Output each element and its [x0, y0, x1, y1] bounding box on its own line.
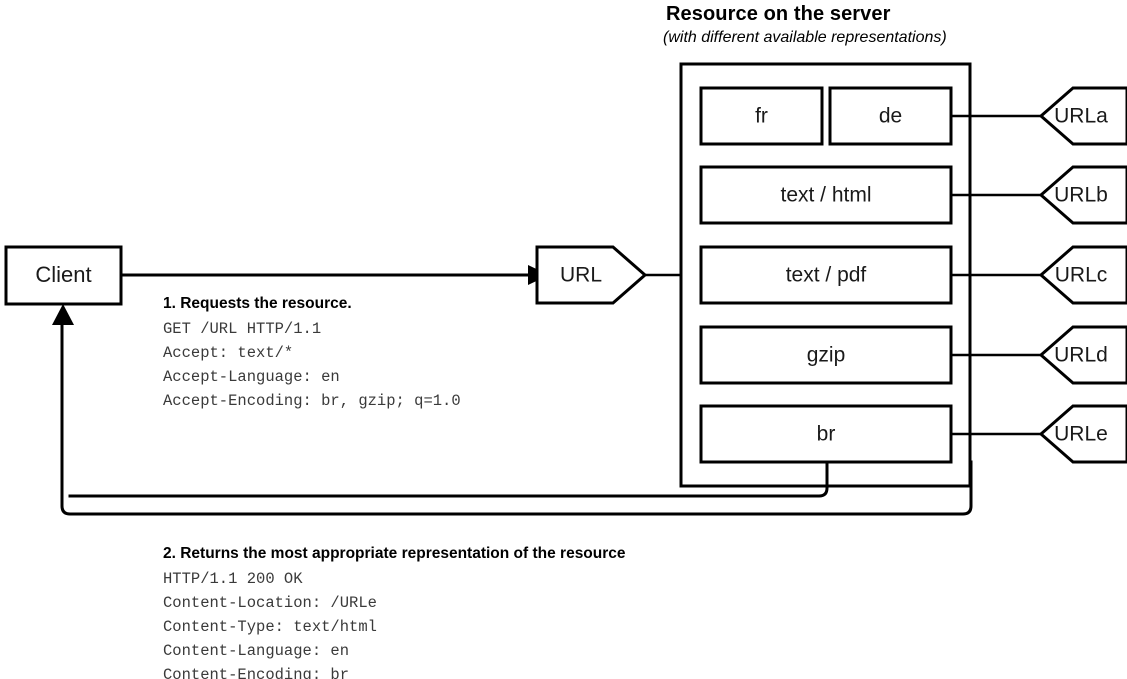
- url-tag-label-urld: URLd: [1054, 344, 1108, 367]
- representation-connectors: [951, 114, 1041, 436]
- url-tag-shape-urlb[interactable]: [1038, 165, 1127, 225]
- representation-label-gzip: gzip: [807, 344, 846, 367]
- server-header-subtitle: (with different available representation…: [663, 29, 947, 46]
- representation-label-text-pdf: text / pdf: [786, 264, 867, 287]
- representation-box-de[interactable]: [828, 86, 953, 146]
- response-arrowhead: [52, 304, 74, 325]
- url-tag-label-urle: URLe: [1054, 423, 1108, 446]
- step-request-lines: GET /URL HTTP/1.1 Accept: text/* Accept-…: [163, 320, 461, 410]
- response-path-outer: [60, 323, 973, 516]
- response-path-inner: [68, 460, 829, 498]
- url-tag-shape-urle[interactable]: [1038, 404, 1127, 464]
- step-request-title: 1. Requests the resource.: [163, 295, 352, 312]
- representation-label-de: de: [879, 105, 902, 128]
- url-tag-shape-urlc[interactable]: [1038, 245, 1127, 305]
- url-request-tag-shape[interactable]: [535, 245, 648, 305]
- url-request-tag-label: URL: [560, 264, 602, 287]
- representation-box-text-html[interactable]: [699, 165, 953, 225]
- representation-box-br[interactable]: [699, 404, 953, 464]
- representation-box-gzip[interactable]: [699, 325, 953, 385]
- client-box[interactable]: [4, 245, 123, 306]
- url-tag-label-urlc: URLc: [1055, 264, 1108, 287]
- url-tag-shape-urla[interactable]: [1038, 86, 1127, 146]
- representation-box-text-pdf[interactable]: [699, 245, 953, 305]
- url-tag-label-urla: URLa: [1054, 105, 1108, 128]
- step-response-lines: HTTP/1.1 200 OK Content-Location: /URLe …: [163, 570, 377, 679]
- representation-box-fr[interactable]: [699, 86, 824, 146]
- representation-label-fr: fr: [755, 105, 768, 128]
- representation-label-text-html: text / html: [780, 184, 871, 207]
- url-tag-shape-urld[interactable]: [1038, 325, 1127, 385]
- representation-label-br: br: [817, 423, 836, 446]
- server-header-title: Resource on the server: [666, 3, 891, 25]
- step-response-title: 2. Returns the most appropriate represen…: [163, 545, 626, 562]
- url-tag-label-urlb: URLb: [1054, 184, 1108, 207]
- client-label: Client: [35, 262, 91, 287]
